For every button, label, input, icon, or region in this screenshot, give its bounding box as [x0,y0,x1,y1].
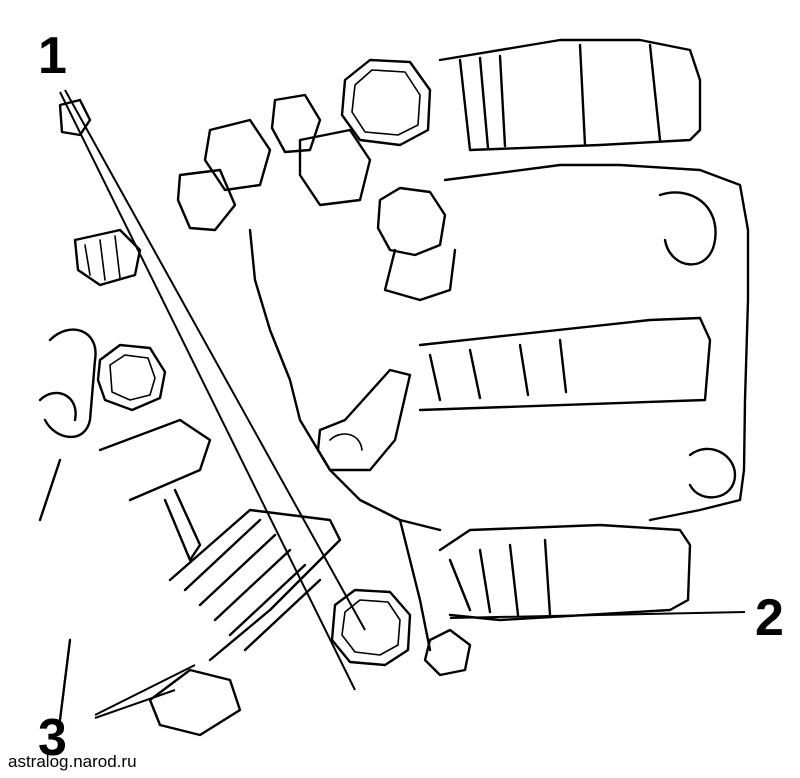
callout-label-1: 1 [38,27,67,85]
caliper-body [248,163,750,652]
watermark-text: astralog.narod.ru [8,752,137,771]
carrier-bolt-left [38,328,167,439]
callout-label-3: 3 [38,709,67,767]
lower-bolt [330,588,412,667]
brake-fittings [58,93,372,287]
upper-bolt [376,186,457,302]
callout-label-2: 2 [755,589,784,647]
leader-line-2 [449,611,746,619]
leader-line-1a [64,89,366,631]
top-bolt [340,58,432,147]
guide-pin-boot-upper [438,38,702,152]
leader-line-1b [59,91,356,691]
leader-line-3b [94,689,176,719]
guide-pin-boot-lower [423,523,692,677]
brake-hose [38,418,342,737]
leader-line-3a [94,664,196,716]
slide-pin [316,368,412,472]
